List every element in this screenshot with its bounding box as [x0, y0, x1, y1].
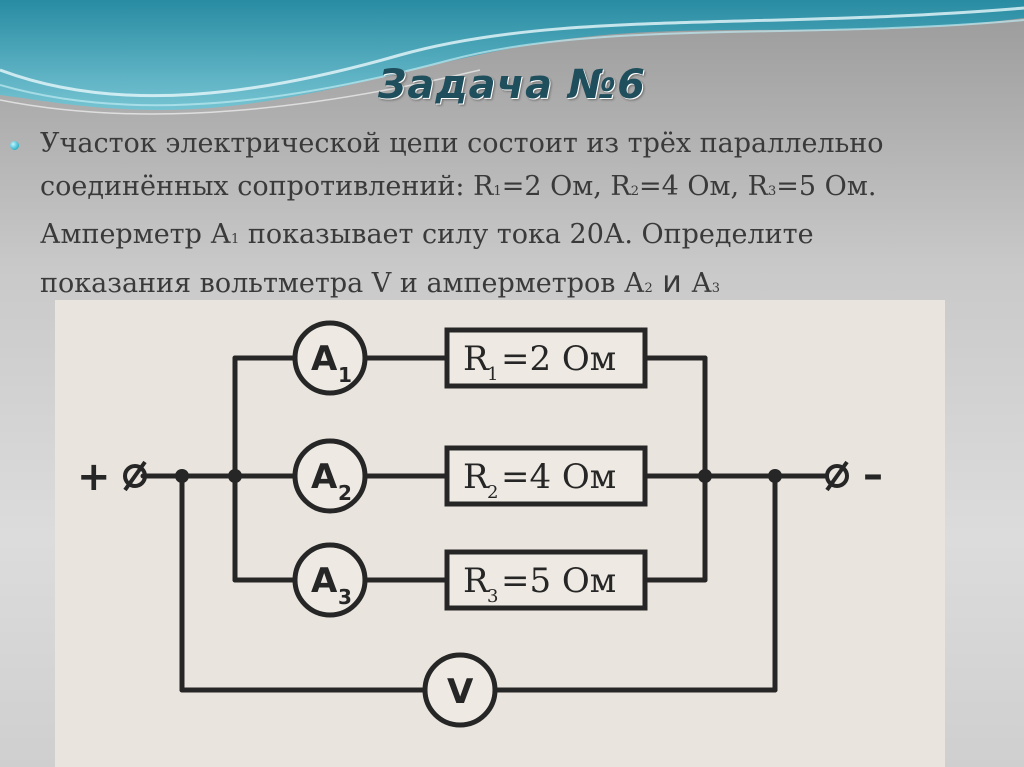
- resistor-r2-letter: R: [463, 457, 490, 497]
- task-statement: Участок электрической цепи состоит из тр…: [40, 122, 1010, 310]
- task-line-1-text: Участок электрической цепи состоит из тр…: [40, 128, 884, 159]
- wave-header-decoration: [0, 0, 1024, 115]
- terminal-minus-slash: [825, 460, 849, 492]
- resistor-r1-index: 1: [487, 364, 498, 385]
- terminal-plus-slash: [123, 460, 147, 492]
- ammeter-a3-index: 3: [338, 585, 352, 609]
- resistor-r3: [444, 549, 648, 611]
- task-line-3: Амперметр А1 показывает силу тока 20А. О…: [40, 213, 1010, 261]
- junction-node: [175, 469, 189, 483]
- task-line-2: соединённых сопротивлений: R1=2 Ом, R2=4…: [40, 165, 1010, 213]
- terminal-minus: [825, 464, 849, 488]
- resistor-r3-value: =5 Ом: [501, 561, 616, 601]
- resistor-r2-value: =4 Ом: [501, 457, 616, 497]
- task-line-4-text-b: А: [691, 268, 712, 299]
- junction-node: [698, 469, 712, 483]
- minus-label: –: [863, 452, 883, 498]
- resistor-r3-letter: R: [463, 561, 490, 601]
- task-line-4-and: и: [652, 265, 692, 300]
- r2-subscript: 2: [630, 184, 639, 199]
- circuit-svg: + – A 1 A 2 A 3 R 1 =2 Ом R 2 =4 Ом R: [77, 320, 883, 728]
- voltmeter: [422, 652, 498, 728]
- ammeter-a1-letter: A: [311, 339, 338, 379]
- a2-subscript: 2: [644, 281, 653, 296]
- ammeter-a2-letter: A: [311, 457, 338, 497]
- bullet-icon: [10, 141, 19, 150]
- resistor-r2: [444, 445, 648, 507]
- task-line-4-text-a: показания вольтметра V и амперметров А: [40, 268, 645, 299]
- circuit-diagram: + – A 1 A 2 A 3 R 1 =2 Ом R 2 =4 Ом R: [55, 300, 945, 767]
- resistor-r1-value: =2 Ом: [501, 339, 616, 379]
- ammeter-a2-index: 2: [338, 481, 352, 505]
- junction-node: [768, 469, 782, 483]
- plus-label: +: [77, 454, 111, 500]
- a3-subscript: 3: [711, 281, 721, 296]
- task-line-2-text-d: =5 Ом.: [776, 171, 877, 202]
- ammeter-a1: [292, 320, 368, 396]
- slide-title: Задача №6: [377, 62, 647, 108]
- ammeter-a1-index: 1: [338, 363, 352, 387]
- terminal-plus: [123, 464, 147, 488]
- task-line-1: Участок электрической цепи состоит из тр…: [40, 122, 1010, 165]
- task-line-2-text-a: соединённых сопротивлений: R: [40, 171, 494, 202]
- ammeter-a2: [292, 438, 368, 514]
- r1-subscript: 1: [493, 184, 502, 199]
- resistor-r1-letter: R: [463, 339, 490, 379]
- junction-node: [228, 469, 242, 483]
- ammeter-a3-letter: A: [311, 561, 338, 601]
- r3-subscript: 3: [768, 184, 777, 199]
- resistor-r2-index: 2: [487, 482, 498, 503]
- voltmeter-letter: V: [447, 672, 474, 712]
- a1-subscript: 1: [230, 232, 240, 247]
- resistor-r1: [444, 327, 648, 389]
- resistor-r3-index: 3: [487, 586, 498, 607]
- task-line-4: показания вольтметра V и амперметров А2 …: [40, 261, 1010, 310]
- ammeter-a3: [292, 542, 368, 618]
- task-line-3-text-a: Амперметр А: [40, 219, 231, 250]
- task-line-2-text-c: =4 Ом, R: [639, 171, 769, 202]
- task-line-2-text-b: =2 Ом, R: [501, 171, 631, 202]
- task-line-3-text-b: показывает силу тока 20А. Определите: [239, 219, 814, 250]
